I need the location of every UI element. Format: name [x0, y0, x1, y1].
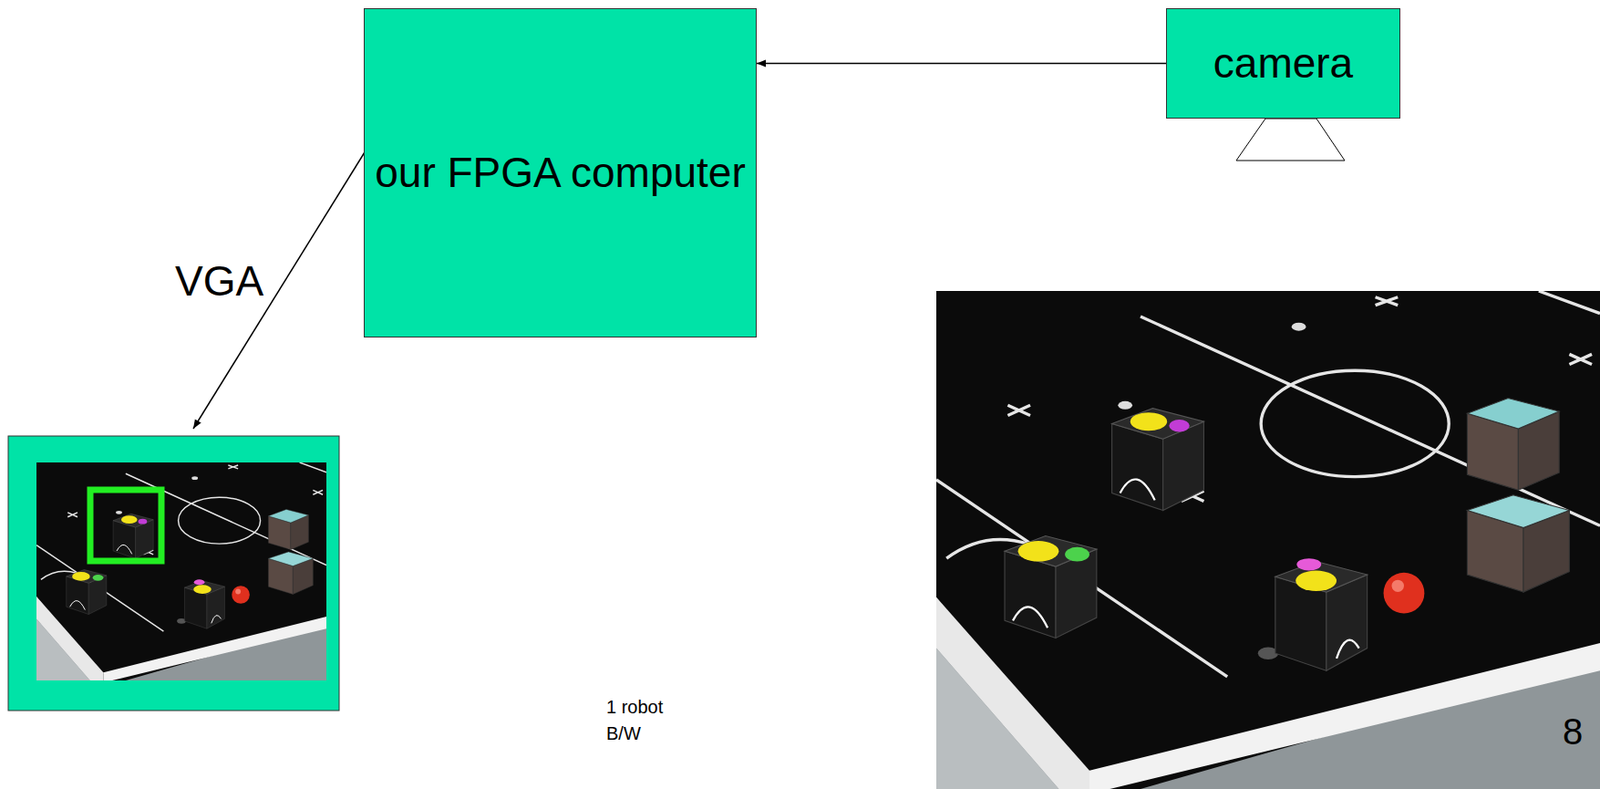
- page-number: 8: [1562, 711, 1583, 752]
- signal-arrow: [756, 62, 1167, 65]
- box-text: our FPGA computer: [374, 149, 746, 197]
- box-text: camera: [1213, 40, 1353, 87]
- field-photo: [936, 290, 1600, 789]
- note-text: B/W: [606, 722, 641, 744]
- note-text: 1 robot: [606, 696, 663, 717]
- monitor: [8, 435, 340, 711]
- camera-box: camera: [1166, 8, 1401, 119]
- computer-box: our FPGA computer: [363, 8, 757, 338]
- tracking-box: [90, 489, 162, 561]
- screen-photo: [36, 462, 327, 681]
- monitor-screen: [36, 462, 327, 681]
- camera-stand: [1236, 118, 1345, 161]
- field-photo: [936, 290, 1600, 789]
- signal-label: VGA: [175, 258, 264, 305]
